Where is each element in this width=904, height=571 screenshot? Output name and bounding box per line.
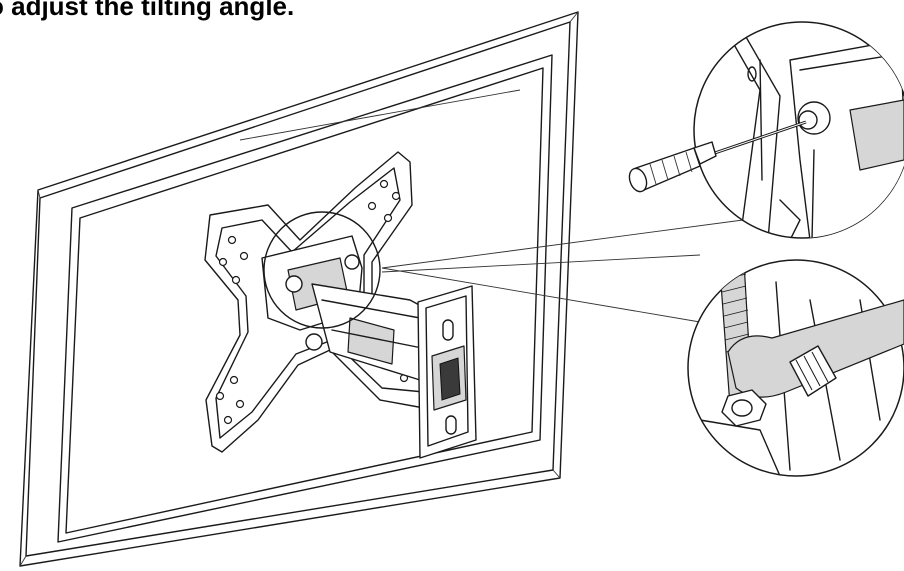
detail-screwdriver — [693, 21, 904, 239]
instruction-heading: o adjust the tilting angle. — [0, 0, 904, 31]
leader-lines — [381, 217, 759, 323]
instruction-heading-text: o adjust the tilting angle. — [0, 0, 295, 21]
screwdriver-icon — [628, 120, 807, 193]
wall-plate — [417, 285, 477, 459]
tilt-bracket — [261, 235, 433, 381]
zoom-area-marker — [263, 211, 381, 329]
wrench-icon — [721, 299, 904, 427]
